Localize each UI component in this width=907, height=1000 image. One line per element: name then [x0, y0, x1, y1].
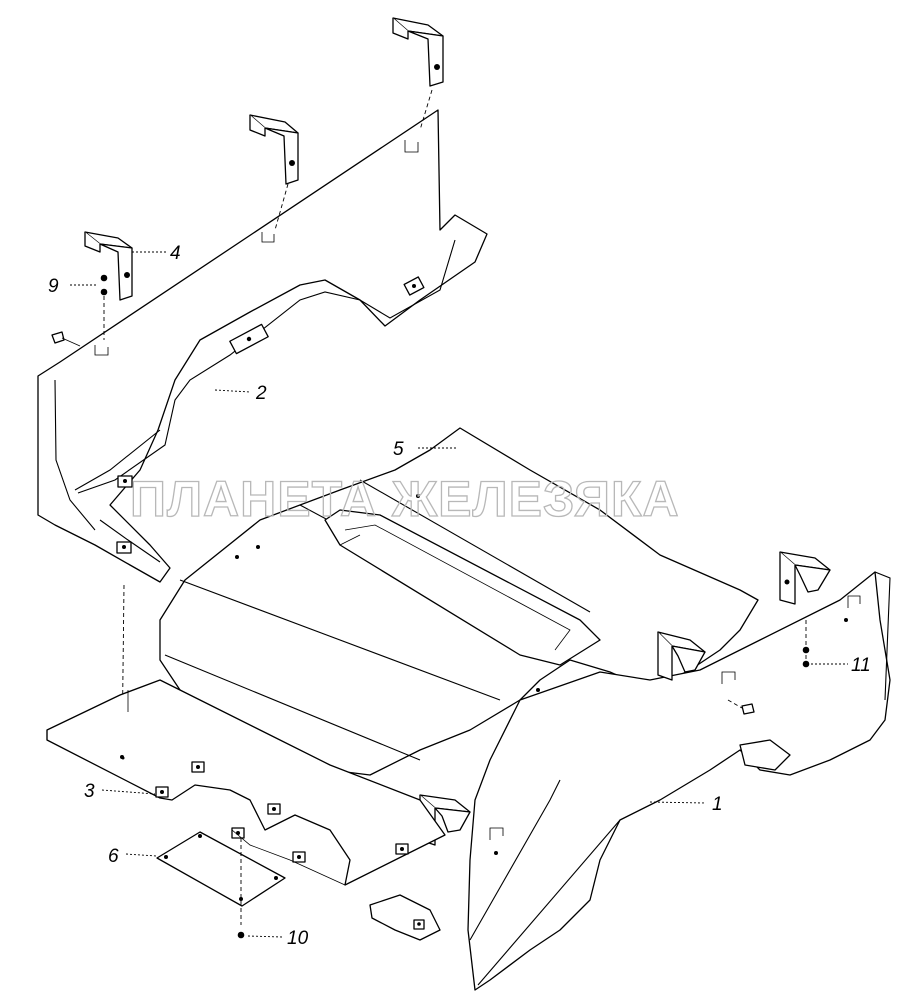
part-2-panel	[37, 109, 488, 583]
bracket-4-middle	[249, 114, 299, 185]
callout-2: 2	[255, 383, 267, 404]
callout-10: 10	[287, 928, 309, 949]
part-1-shield	[369, 571, 891, 991]
bolt-right	[727, 699, 755, 715]
bracket-4-right	[392, 17, 444, 87]
fastener-11	[802, 620, 810, 668]
callout-9: 9	[48, 276, 59, 297]
bracket-4-left	[84, 231, 133, 301]
callout-4: 4	[170, 243, 181, 264]
leader-lines	[70, 251, 848, 938]
bracket-right-middle	[657, 631, 706, 681]
callout-1: 1	[712, 794, 723, 815]
callout-11: 11	[851, 655, 871, 676]
callout-5: 5	[393, 439, 404, 460]
callout-3: 3	[84, 781, 95, 802]
part-3-floor	[46, 679, 446, 886]
watermark: ПЛАНЕТА ЖЕЛЕЗЯКА	[130, 471, 680, 527]
fastener-10	[237, 931, 245, 939]
fastener-9	[100, 274, 108, 296]
part-5-cover	[159, 427, 759, 776]
part-6-plate	[156, 831, 286, 907]
bracket-right-upper	[779, 551, 831, 605]
callout-6: 6	[108, 846, 119, 867]
